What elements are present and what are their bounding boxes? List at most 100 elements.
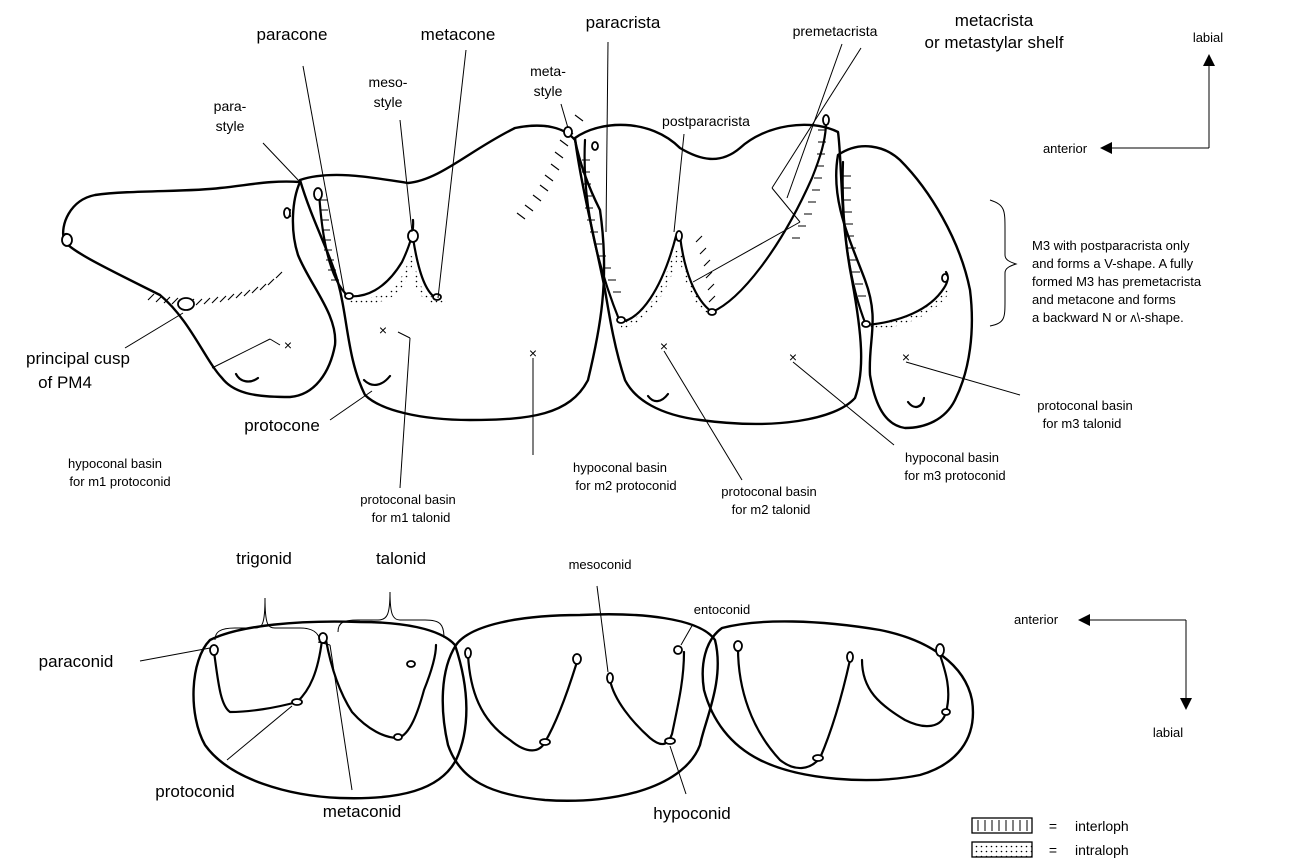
label-entoconid: entoconid [694,602,750,617]
label-proto-m1-line1: protoconal basin [360,492,455,507]
label-mesostyle-line2: style [374,94,403,110]
upper-compass: labial anterior [1043,30,1223,156]
m3-hypoconid-cusp [942,709,950,715]
m3-note-line3: formed M3 has premetacrista [1032,274,1202,289]
m1-mesostyle-cusp [408,230,418,242]
m3-entoconid-cusp [936,644,944,656]
m2-parastyle-cusp [592,142,598,150]
m2-paracone-cusp [617,317,625,323]
label-mesoconid: mesoconid [569,557,632,572]
label-protocone: protocone [244,416,320,435]
label-proto-m3-line2: for m3 talonid [1043,416,1122,431]
protoconid-cusp [292,699,302,705]
m1-lower-outline [194,622,467,799]
label-parastyle-line1: para- [214,98,247,114]
m1-hypoconid-cusp [394,734,402,740]
m2-outline [575,125,861,424]
m3-note-line1: M3 with postparacrista only [1032,238,1190,253]
label-parastyle-line2: style [216,118,245,134]
mesoconid-cusp [607,673,613,683]
label-principal-cusp-line2: of PM4 [38,373,92,392]
label-metacrista: metacrista [955,11,1034,30]
lower-compass: anterior labial [1014,612,1192,740]
interloph-hatches [148,115,866,305]
basin-mark-hypo-m1: × [284,337,292,353]
label-paracrista: paracrista [586,13,661,32]
pm4-posterior-cusp [284,208,290,218]
m1-entoconid-cusp [407,661,415,667]
lower-brackets [215,592,444,640]
label-premetacrista: premetacrista [793,23,878,39]
label-talonid: talonid [376,549,426,568]
m2-paraconid-cusp [465,648,471,658]
m3-note: M3 with postparacrista only and forms a … [1032,238,1202,325]
compass-label-anterior-lower: anterior [1014,612,1059,627]
m3-note-line5: a backward N or ʌ\-shape. [1032,310,1184,325]
m3-paracone-cusp [862,321,870,327]
label-metaconid: metaconid [323,802,401,821]
m3-note-bracket [990,200,1016,326]
paraconid-cusp [210,645,218,655]
legend-intraloph: = intraloph [972,842,1129,858]
legend-intraloph-label: intraloph [1075,842,1129,858]
label-hypo-m3-line2: for m3 protoconid [904,468,1005,483]
label-trigonid: trigonid [236,549,292,568]
upper-crests [64,122,948,407]
upper-cusps [62,115,948,327]
legend-equals-interloph: = [1049,818,1057,834]
m3-outline [836,146,972,428]
m3-note-line2: and forms a V-shape. A fully [1032,256,1194,271]
m2-hypoconid-cusp [665,738,675,744]
legend-interloph-label: interloph [1075,818,1129,834]
m2-protoconid-cusp [540,739,550,745]
m2-metaconid-cusp [573,654,581,664]
legend: = interloph = intraloph [972,818,1129,858]
label-mesostyle-line1: meso- [369,74,408,90]
m3-paraconid-cusp [734,641,742,651]
m3-cusp [942,274,948,282]
arrow-up-icon [1203,54,1215,66]
arrow-left-icon [1078,614,1090,626]
arrow-down-icon [1180,698,1192,710]
label-postparacrista: postparacrista [662,113,750,129]
m2-metastyle-cusp [823,115,829,125]
compass-label-labial-lower: labial [1153,725,1183,740]
label-paraconid: paraconid [39,652,114,671]
m1-metacone-cusp [433,294,441,300]
basin-mark-proto-m1: × [379,322,387,338]
m3-note-line4: and metacone and forms [1032,292,1176,307]
m2-metacone-cusp [708,309,716,315]
m1-paracone-cusp [345,293,353,299]
label-protoconid: protoconid [155,782,234,801]
compass-label-labial: labial [1193,30,1223,45]
m1-metastyle-cusp [564,127,572,137]
label-hypo-m2-line1: hypoconal basin [573,460,667,475]
label-hypo-m1-line2: for m1 protoconid [69,474,170,489]
upper-labels: paracone metacone paracrista metacrista … [26,11,1133,525]
m3-protoconid-cusp [813,755,823,761]
label-metastyle-line1: meta- [530,63,566,79]
label-proto-m2-line2: for m2 talonid [732,502,811,517]
label-paracone: paracone [257,25,328,44]
label-proto-m2-line1: protoconal basin [721,484,816,499]
m3-lower-outline [703,621,973,780]
label-metacone: metacone [421,25,496,44]
label-principal-cusp-line1: principal cusp [26,349,130,368]
label-hypo-m2-line2: for m2 protoconid [575,478,676,493]
m1-parastyle-cusp [314,188,322,200]
m2-mesostyle-cusp [676,231,682,241]
pm4-principal-cusp [178,298,194,310]
m3-metaconid-cusp [847,652,853,662]
legend-interloph: = interloph [972,818,1129,834]
legend-equals-intraloph: = [1049,842,1057,858]
label-hypo-m1-line1: hypoconal basin [68,456,162,471]
pm4-anterior-cusp [62,234,72,246]
label-proto-m1-line2: for m1 talonid [372,510,451,525]
compass-label-anterior: anterior [1043,141,1088,156]
upper-tooth-row: × × × × × × [62,42,1020,488]
arrow-left-icon [1100,142,1112,154]
label-metastylar-shelf: or metastylar shelf [925,33,1064,52]
lower-tooth-row [140,586,973,801]
lower-labels: trigonid talonid paraconid protoconid me… [39,549,751,823]
